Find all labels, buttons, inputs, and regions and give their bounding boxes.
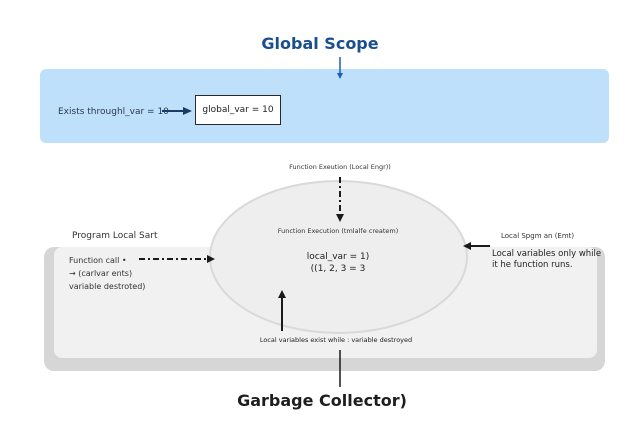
local-variables-lifetime-caption: Local variables exist while : variable d…	[259, 336, 413, 344]
function-execution-ellipse	[209, 180, 468, 334]
global-var-box: global_var = 10	[195, 95, 281, 125]
function-execution-top-label: Function Exeution (Local Engr))	[289, 163, 391, 171]
local-segment-label: Local Spgm an (Emt)	[501, 232, 575, 240]
local-var-code-line: local_var = 1)	[306, 252, 370, 262]
function-call-line: → (carlvar ents)	[69, 269, 133, 278]
function-call-line: Function call •	[69, 256, 127, 265]
diagram-title: Global Scope	[261, 34, 379, 53]
function-execution-inner-label: Function Execution (tmlalfe createm)	[277, 227, 399, 235]
function-call-line: variable destroted)	[69, 282, 146, 291]
garbage-collector-label: Garbage Collector)	[237, 391, 407, 410]
local-var-code-line: ((1, 2, 3 = 3	[310, 264, 366, 274]
global-scope-caption: Exists throughl_var = 10	[58, 107, 169, 117]
global-scope-panel	[40, 69, 609, 143]
program-local-start-label: Program Local Sart	[72, 231, 158, 241]
local-variables-description: Local variables only while it he functio…	[492, 249, 602, 270]
